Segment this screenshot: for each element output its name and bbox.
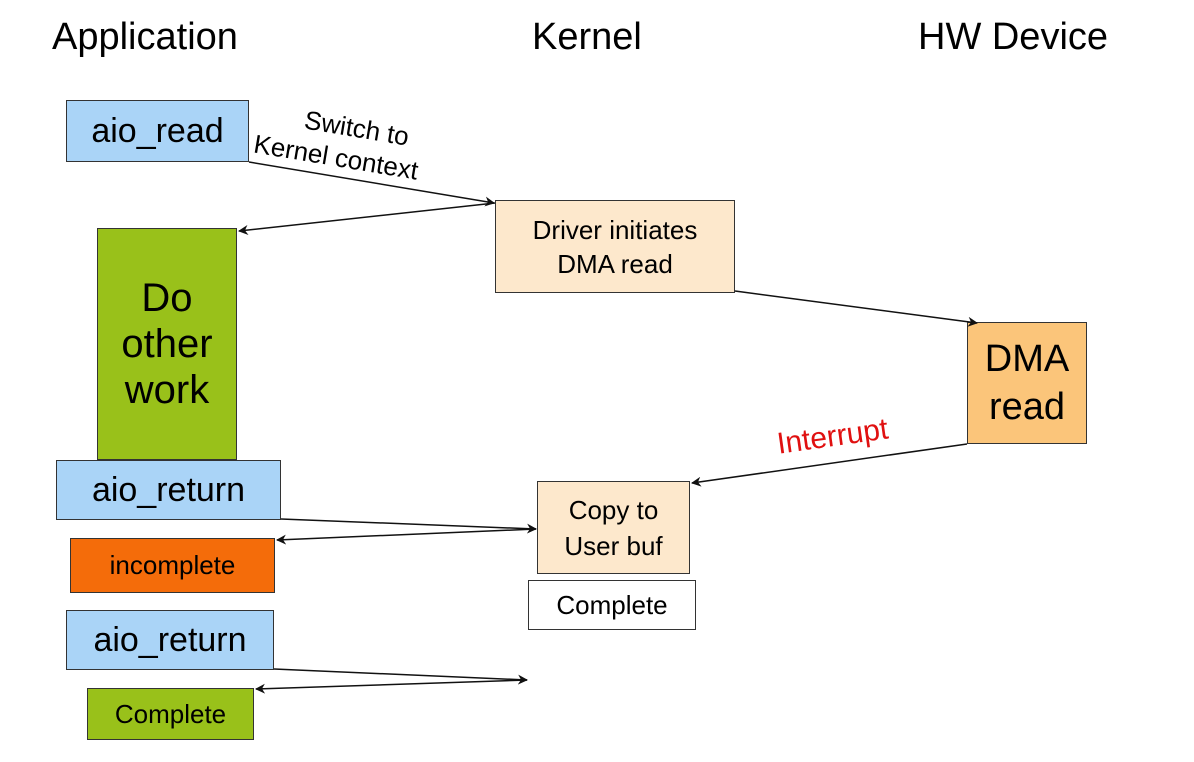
aio-read-box: aio_read [66,100,249,162]
aio-return-box-1: aio_return [56,460,281,520]
arrow-copy-to-incomplete [276,528,537,545]
copy-line-1: Copy to [568,494,659,525]
copy-line-2: User buf [564,530,663,561]
kernel-column-title: Kernel [532,16,642,58]
arrow-aioread-to-driver [248,161,495,207]
do-other-work-line-3: work [124,368,210,412]
dma-line-2: read [988,386,1066,428]
do-other-work-box: Do other work [97,228,237,460]
kernel-complete-box: Complete [528,580,696,630]
dma-read-box: DMA read [967,322,1087,444]
arrow-driver-to-dma [734,290,978,327]
application-column-title: Application [52,16,238,58]
arrow-aioreturn1-to-copy [280,518,537,534]
arrow-aioreturn2-to-kernel [273,668,528,685]
driver-line-1: Driver initiates [532,214,698,245]
arrow-dma-to-copy [691,443,968,487]
copy-to-user-buf-box: Copy to User buf [537,481,690,574]
arrow-driver-to-app [238,202,496,235]
incomplete-box: incomplete [70,538,275,593]
do-other-work-line-2: other [121,322,213,366]
driver-line-2: DMA read [557,248,673,279]
do-other-work-line-1: Do [141,276,193,320]
aio-return-box-2: aio_return [66,610,274,670]
app-complete-box: Complete [87,688,254,740]
dma-line-1: DMA [984,338,1070,380]
hw-device-column-title: HW Device [918,16,1109,58]
arrow-kernel-to-complete [255,679,528,694]
driver-initiates-dma-box: Driver initiates DMA read [495,200,735,293]
